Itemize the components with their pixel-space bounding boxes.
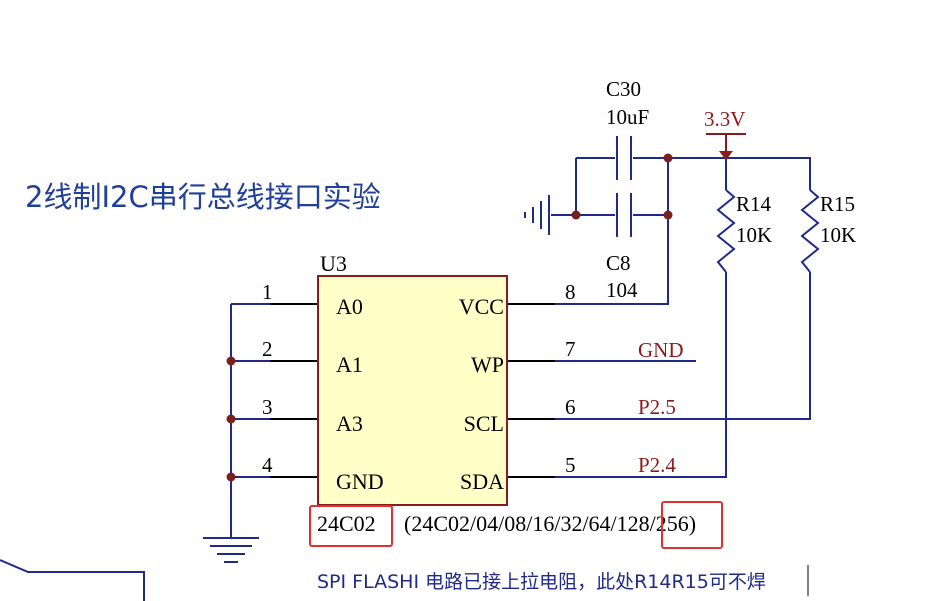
diagram-title: 2线制I2C串行总线接口实验 <box>25 180 381 214</box>
net-label-gnd: GND <box>638 338 684 362</box>
c8-ref: C8 <box>606 251 631 275</box>
wire-scl <box>555 272 811 420</box>
pin-number-6: 6 <box>565 395 576 419</box>
wires <box>0 157 811 601</box>
pin-name-a0: A0 <box>336 294 363 319</box>
pin-number-3: 3 <box>262 395 273 419</box>
c8-value: 104 <box>606 278 638 302</box>
c30-value: 10uF <box>606 105 649 129</box>
part-number: 24C02 <box>317 511 376 536</box>
pin-number-1: 1 <box>262 280 273 304</box>
pin-name-sda: SDA <box>460 469 504 494</box>
pin-number-5: 5 <box>565 453 576 477</box>
capacitor-c8 <box>615 193 633 237</box>
pin-name-gnd: GND <box>336 469 384 494</box>
wire-vcc <box>555 158 669 305</box>
footnote: SPI FLASHI 电路已接上拉电阻，此处R14R15可不焊 <box>317 571 766 593</box>
chip-u3-body <box>317 275 508 506</box>
pin-stubs <box>270 303 555 478</box>
ground-symbol-caps <box>524 195 550 235</box>
pin-name-scl: SCL <box>464 411 504 436</box>
pin-number-8: 8 <box>565 280 576 304</box>
pin-name-a1: A1 <box>336 352 363 377</box>
net-label-sda: P2.4 <box>638 453 676 477</box>
junctions <box>226 153 673 482</box>
r15-ref: R15 <box>820 192 855 216</box>
net-label-3v3: 3.3V <box>704 107 745 131</box>
r14-ref: R14 <box>736 192 772 216</box>
ground-symbol-chip <box>203 537 259 563</box>
highlight-256 <box>661 501 723 549</box>
c30-ref: C30 <box>606 77 641 101</box>
highlight-part-number <box>309 505 393 547</box>
pin-number-7: 7 <box>565 337 576 361</box>
net-label-scl: P2.5 <box>638 395 676 419</box>
r14-value: 10K <box>736 223 772 247</box>
capacitor-c30 <box>615 136 633 180</box>
chip-ref: U3 <box>320 251 347 276</box>
part-variants: (24C02/04/08/16/32/64/128/256) <box>404 511 696 536</box>
power-port-3v3 <box>706 133 746 160</box>
power-rail <box>576 157 811 190</box>
adjacent-circuit-trace <box>0 559 145 601</box>
pin-name-a3: A3 <box>336 411 363 436</box>
resistor-r14 <box>716 189 736 273</box>
pin-number-4: 4 <box>262 453 273 477</box>
pin-number-2: 2 <box>262 337 273 361</box>
resistor-r15 <box>800 189 820 273</box>
pin-name-vcc: VCC <box>459 294 504 319</box>
pin-name-wp: WP <box>471 352 504 377</box>
r15-value: 10K <box>820 223 856 247</box>
wire-sda <box>555 272 727 478</box>
